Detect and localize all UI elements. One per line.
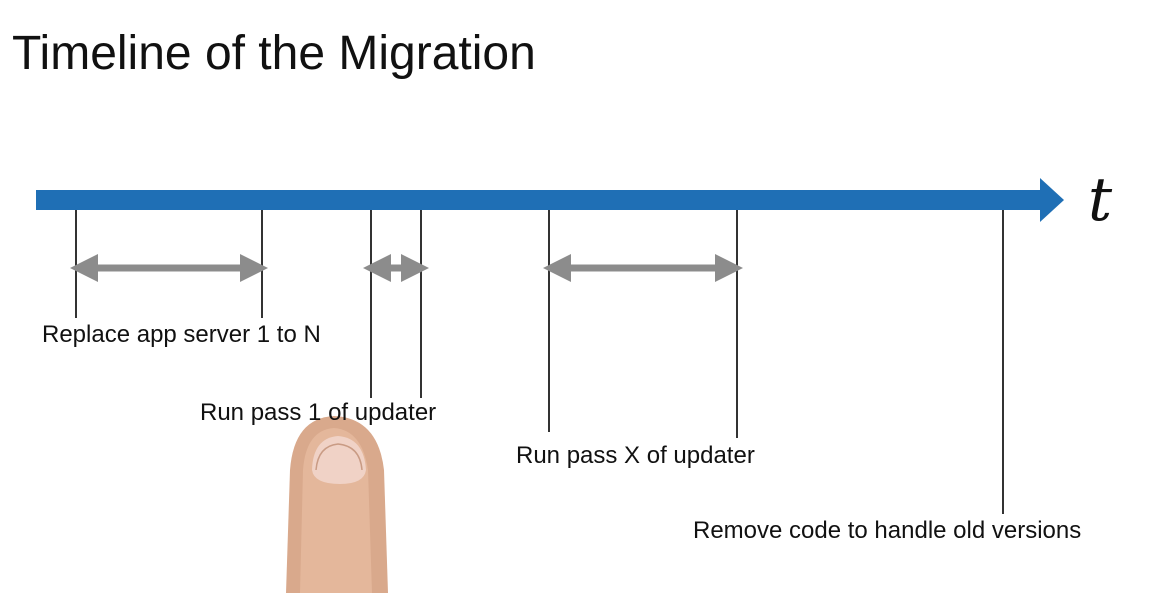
time-axis-arrowhead <box>1040 178 1064 222</box>
pointing-finger <box>286 416 388 593</box>
time-axis-bar <box>36 190 1042 210</box>
event-label-remove-code: Remove code to handle old versions <box>693 517 1082 544</box>
event-label-pass-x: Run pass X of updater <box>516 442 755 469</box>
time-axis-label: t <box>1088 165 1113 235</box>
event-label-replace-servers: Replace app server 1 to N <box>42 321 321 348</box>
event-label-pass-1: Run pass 1 of updater <box>200 399 437 426</box>
slide-title: Timeline of the Migration <box>12 27 536 80</box>
